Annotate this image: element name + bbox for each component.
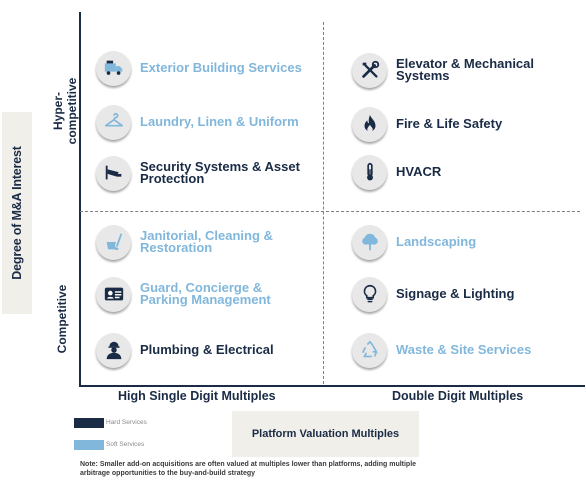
label-line2: Systems bbox=[396, 68, 450, 83]
service-security-systems: Security Systems & Asset Protection bbox=[96, 153, 300, 193]
y-axis-title-box bbox=[2, 112, 32, 314]
y-axis-line bbox=[79, 12, 81, 386]
x-axis-title-box: Platform Valuation Multiples bbox=[232, 411, 419, 457]
x-label-right: Double Digit Multiples bbox=[392, 389, 524, 403]
flame-icon bbox=[352, 106, 387, 142]
label-line2: Parking Management bbox=[140, 292, 271, 307]
recycle-icon bbox=[352, 332, 387, 368]
y-axis-title: Degree of M&A Interest bbox=[10, 146, 24, 280]
worker-icon bbox=[96, 332, 131, 368]
label-line1: Janitorial, Cleaning & bbox=[140, 228, 273, 243]
legend-label-soft: Soft Services bbox=[106, 441, 145, 448]
label-line1: Guard, Concierge & bbox=[140, 280, 263, 295]
id-badge-icon bbox=[96, 276, 131, 312]
service-guard-concierge: Guard, Concierge & Parking Management bbox=[96, 274, 271, 314]
service-laundry-linen: Laundry, Linen & Uniform bbox=[96, 102, 299, 142]
lightbulb-icon bbox=[352, 276, 387, 312]
label-line1: Security Systems & Asset bbox=[140, 159, 300, 174]
x-axis-title: Platform Valuation Multiples bbox=[251, 428, 400, 440]
thermometer-icon bbox=[352, 154, 387, 190]
x-label-left: High Single Digit Multiples bbox=[118, 389, 276, 403]
hanger-icon bbox=[96, 104, 131, 140]
service-janitorial-cleaning: Janitorial, Cleaning & Restoration bbox=[96, 222, 273, 262]
label-line1: Laundry, Linen & Uniform bbox=[140, 114, 299, 129]
x-axis-line bbox=[79, 385, 585, 387]
security-camera-icon bbox=[96, 155, 131, 191]
legend-swatch-hard bbox=[74, 418, 104, 428]
label-line1: Waste & Site Services bbox=[396, 342, 532, 357]
service-landscaping: Landscaping bbox=[352, 222, 476, 262]
band-label-hyper-line1: Hyper- bbox=[51, 92, 65, 131]
legend-label-hard: Hard Services bbox=[106, 419, 147, 426]
tree-icon bbox=[352, 224, 387, 260]
label-line1: Landscaping bbox=[396, 234, 477, 249]
label-line1: Signage & Lighting bbox=[396, 286, 515, 301]
service-plumbing-electrical: Plumbing & Electrical bbox=[96, 330, 274, 370]
wrench-screwdriver-icon bbox=[352, 52, 387, 88]
truck-icon bbox=[96, 50, 131, 86]
service-waste-site: Waste & Site Services bbox=[352, 330, 531, 370]
service-elevator-mechanical: Elevator & Mechanical Systems bbox=[352, 50, 534, 90]
label-line1: HVACR bbox=[396, 164, 442, 179]
band-label-hyper-line2: competitive bbox=[65, 77, 79, 145]
label-line1: Elevator & Mechanical bbox=[396, 56, 534, 71]
label-line1: Plumbing & Electrical bbox=[140, 342, 274, 357]
service-hvacr: HVACR bbox=[352, 152, 441, 192]
band-label-hyper-competitive: Hyper- competitive bbox=[51, 71, 81, 151]
vertical-divider bbox=[323, 22, 324, 384]
label-line1: Fire & Life Safety bbox=[396, 116, 503, 131]
horizontal-divider bbox=[80, 211, 580, 212]
service-signage-lighting: Signage & Lighting bbox=[352, 274, 514, 314]
label-line2: Restoration bbox=[140, 240, 213, 255]
label-line1: Exterior Building Services bbox=[140, 60, 302, 75]
legend-swatch-soft bbox=[74, 440, 104, 450]
service-fire-life-safety: Fire & Life Safety bbox=[352, 104, 502, 144]
label-line2: Protection bbox=[140, 171, 205, 186]
band-label-competitive: Competitive bbox=[55, 284, 69, 354]
mop-bucket-icon bbox=[96, 224, 131, 260]
footnote: Note: Smaller add-on acquisitions are of… bbox=[80, 461, 417, 477]
service-exterior-building: Exterior Building Services bbox=[96, 48, 302, 88]
